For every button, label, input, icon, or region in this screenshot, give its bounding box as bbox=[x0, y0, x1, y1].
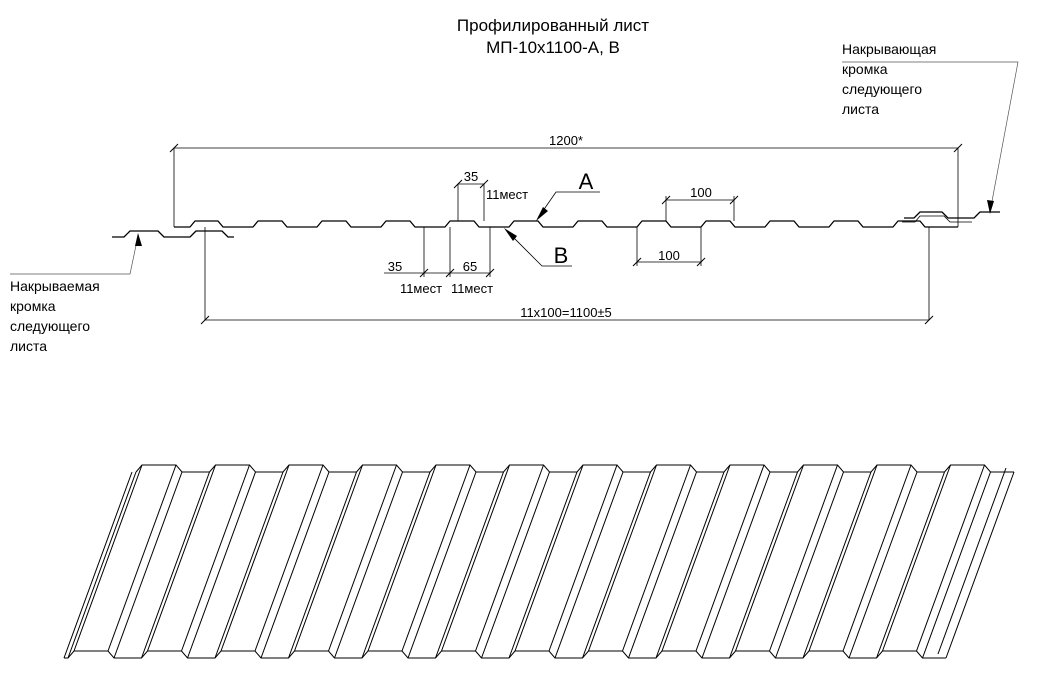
rib-top-count-label: 11мест bbox=[486, 187, 528, 202]
overlap-second-line bbox=[902, 215, 972, 223]
sheet-rib-line bbox=[187, 471, 256, 659]
sheet-right-edge bbox=[945, 471, 1015, 659]
drawing-title-line1: Профилированный лист bbox=[457, 16, 649, 35]
pitch-bottom-label: 100 bbox=[658, 248, 680, 263]
left-note-line4: листа bbox=[10, 338, 47, 354]
sheet-rib-line bbox=[916, 464, 985, 652]
right-edge-note: Накрывающая кромка следующего листа bbox=[842, 41, 1019, 214]
sheet-rib-line bbox=[848, 471, 918, 659]
main-sheet-profile bbox=[174, 220, 958, 228]
sheet-rib-line bbox=[475, 464, 544, 652]
sheet-rib-line bbox=[141, 471, 210, 659]
sheet-rib-line bbox=[254, 464, 324, 652]
left-edge-note: Накрываемая кромка следующего листа bbox=[10, 233, 142, 354]
valley-label: 35 bbox=[388, 259, 402, 274]
left-note-leader bbox=[10, 235, 139, 275]
sheet-rib-line bbox=[622, 464, 691, 652]
left-note-line3: следующего bbox=[10, 318, 90, 334]
sheet-rib-line bbox=[73, 464, 143, 652]
sheet-rib-line bbox=[775, 471, 844, 659]
sheet-rib-line bbox=[769, 464, 838, 652]
sheet-rib-line bbox=[407, 471, 477, 659]
valley-slope-dimensions: 35 65 11мест 11мест bbox=[384, 227, 495, 296]
side-a-label: A bbox=[579, 169, 594, 194]
sheet-rib-line bbox=[220, 464, 290, 652]
overall-width-dimension: 1200* bbox=[169, 133, 963, 227]
sheet-rib-line bbox=[288, 471, 357, 659]
sheet-rib-line bbox=[113, 471, 183, 659]
cross-section-profile bbox=[112, 211, 1000, 238]
sheet-right-edge-inner bbox=[937, 467, 1007, 655]
sheet-rib-line bbox=[441, 464, 510, 652]
pitch-top-dimension: 100 bbox=[661, 185, 739, 221]
sheet-rib-line bbox=[481, 471, 550, 659]
pitch-bottom-dimension: 100 bbox=[632, 227, 706, 267]
right-note-leader bbox=[842, 61, 1019, 213]
sheet-rib-line bbox=[655, 471, 725, 659]
sheet-isometric-view bbox=[63, 464, 1015, 659]
side-a-marker: A bbox=[536, 169, 600, 221]
sheet-rib-line bbox=[260, 471, 330, 659]
sheet-rib-line bbox=[548, 464, 618, 652]
drawing-title-line2: МП-10х1100-А, В bbox=[486, 38, 620, 57]
rib-top-dimension: 35 11мест bbox=[453, 169, 528, 221]
sheet-rib-line bbox=[147, 464, 216, 652]
side-b-label: B bbox=[554, 243, 569, 268]
right-note-line2: кромка bbox=[842, 61, 888, 77]
previous-sheet-edge bbox=[112, 230, 234, 238]
useful-width-label: 11х100=1100±5 bbox=[520, 305, 612, 320]
sheet-rib-line bbox=[582, 471, 651, 659]
sheet-rib-line bbox=[181, 464, 250, 652]
slope-label: 65 bbox=[463, 259, 477, 274]
sheet-rib-line bbox=[701, 471, 771, 659]
sheet-rib-line bbox=[729, 471, 798, 659]
sheet-rib-line bbox=[802, 471, 872, 659]
left-note-arrowhead bbox=[135, 233, 142, 246]
sheet-rib-line bbox=[294, 464, 363, 652]
valley-count-label: 11мест bbox=[400, 281, 442, 296]
sheet-rib-line bbox=[67, 471, 137, 659]
sheet-rib-line bbox=[328, 464, 397, 652]
sheet-rib-line bbox=[107, 464, 177, 652]
sheet-rib-line bbox=[214, 471, 284, 659]
sheet-front-edge bbox=[64, 650, 946, 659]
left-note-line1: Накрываемая bbox=[10, 278, 100, 294]
next-sheet-edge bbox=[904, 211, 1000, 219]
sheet-back-edge bbox=[135, 464, 1014, 473]
pitch-top-label: 100 bbox=[690, 185, 712, 200]
sheet-rib-line bbox=[554, 471, 624, 659]
sheet-rib-line bbox=[508, 471, 578, 659]
rib-top-label: 35 bbox=[464, 169, 478, 184]
useful-width-dimension: 11х100=1100±5 bbox=[200, 227, 934, 325]
sheet-rib-line bbox=[808, 464, 878, 652]
right-note-line3: следующего bbox=[842, 81, 922, 97]
sheet-rib-line bbox=[842, 464, 912, 652]
sheet-rib-line bbox=[882, 464, 951, 652]
sheet-rib-line bbox=[695, 464, 765, 652]
right-note-line4: листа bbox=[842, 101, 879, 117]
sheet-rib-line bbox=[401, 464, 471, 652]
side-b-marker: B bbox=[504, 228, 572, 268]
sheet-rib-line bbox=[588, 464, 657, 652]
sheet-rib-line bbox=[876, 471, 945, 659]
sheet-rib-line bbox=[661, 464, 731, 652]
right-note-line1: Накрывающая bbox=[842, 41, 936, 57]
slope-count-label: 11мест bbox=[451, 281, 493, 296]
sheet-rib-line bbox=[361, 471, 431, 659]
sheet-rib-line bbox=[334, 471, 403, 659]
sheet-rib-line bbox=[628, 471, 697, 659]
sheet-rib-line bbox=[435, 471, 504, 659]
sheet-rib-line bbox=[367, 464, 437, 652]
sheet-rib-line bbox=[514, 464, 584, 652]
sheet-rib-line bbox=[922, 471, 991, 659]
left-note-line2: кромка bbox=[10, 298, 56, 314]
sheet-left-edge bbox=[63, 471, 133, 659]
overall-width-label: 1200* bbox=[549, 133, 583, 148]
right-note-arrowhead bbox=[987, 200, 994, 214]
sheet-rib-line bbox=[735, 464, 804, 652]
